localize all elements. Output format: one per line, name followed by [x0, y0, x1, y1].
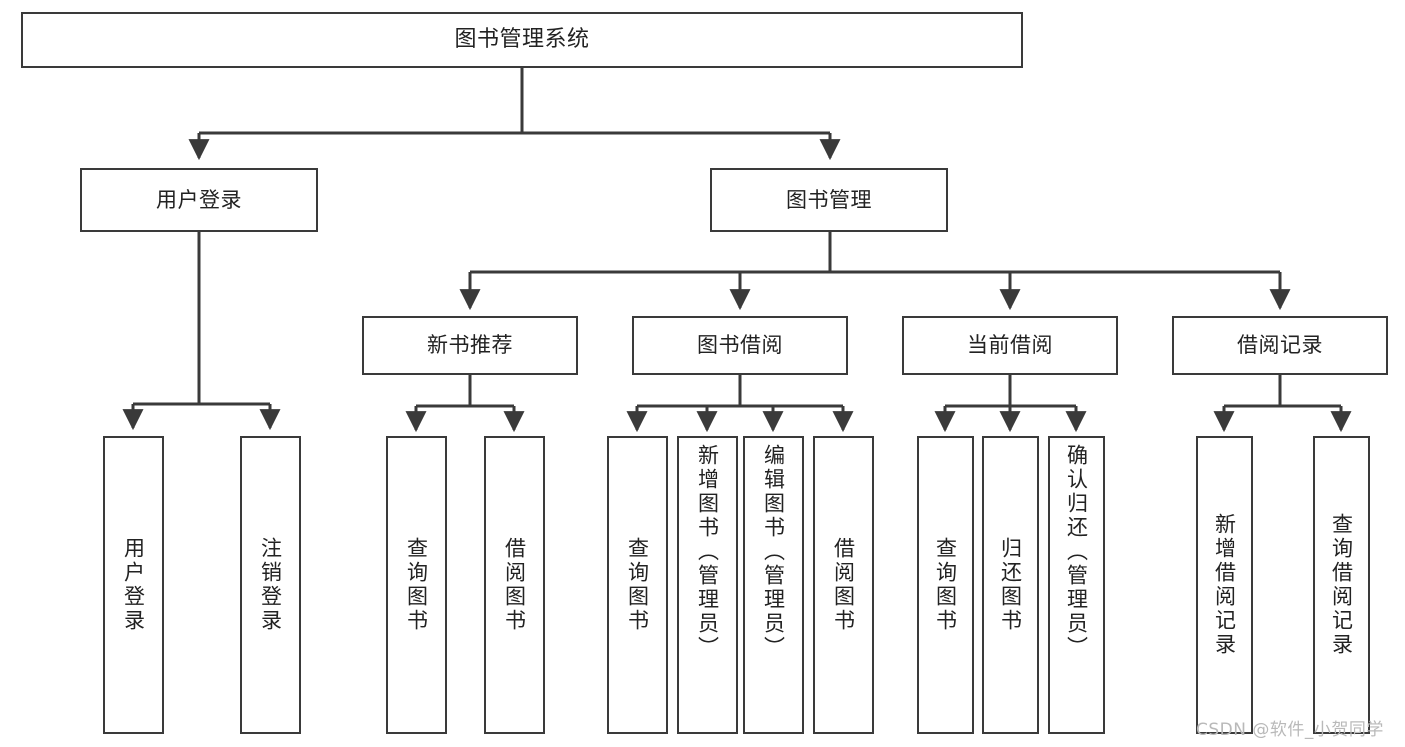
- leaf-add-record-label: 新增借阅记录: [1212, 513, 1237, 657]
- leaf-query-book-rec-label: 查询图书: [404, 537, 429, 633]
- leaf-query-book-cur[interactable]: 查询图书: [917, 436, 974, 734]
- node-new-book-recommend[interactable]: 新书推荐: [362, 316, 578, 375]
- leaf-logout-label: 注销登录: [258, 537, 283, 633]
- leaf-return-book-label: 归还图书: [998, 537, 1023, 633]
- node-book-management[interactable]: 图书管理: [710, 168, 948, 232]
- leaf-borrow-book-label: 借阅图书: [831, 537, 856, 633]
- leaf-user-login[interactable]: 用户登录: [103, 436, 164, 734]
- node-borrow-record[interactable]: 借阅记录: [1172, 316, 1388, 375]
- node-root-label: 图书管理系统: [454, 27, 590, 53]
- node-current-borrow-label: 当前借阅: [967, 333, 1053, 358]
- node-root-system[interactable]: 图书管理系统: [21, 12, 1023, 68]
- leaf-add-book[interactable]: 新增图书（管理员）: [677, 436, 738, 734]
- leaf-confirm-return-label: 确认归还（管理员）: [1064, 444, 1089, 660]
- leaf-query-book-cur-label: 查询图书: [933, 537, 958, 633]
- watermark-credit: CSDN @软件_小贺同学: [1196, 720, 1384, 740]
- leaf-edit-book-label: 编辑图书（管理员）: [761, 444, 786, 660]
- leaf-query-book-borrow-label: 查询图书: [625, 537, 650, 633]
- leaf-logout[interactable]: 注销登录: [240, 436, 301, 734]
- leaf-borrow-book-rec-label: 借阅图书: [502, 537, 527, 633]
- node-book-borrow-label: 图书借阅: [697, 333, 783, 358]
- leaf-borrow-book[interactable]: 借阅图书: [813, 436, 874, 734]
- node-user-login[interactable]: 用户登录: [80, 168, 318, 232]
- node-new-book-recommend-label: 新书推荐: [427, 333, 513, 358]
- leaf-query-book-rec[interactable]: 查询图书: [386, 436, 447, 734]
- node-book-borrow[interactable]: 图书借阅: [632, 316, 848, 375]
- leaf-return-book[interactable]: 归还图书: [982, 436, 1039, 734]
- leaf-query-book-borrow[interactable]: 查询图书: [607, 436, 668, 734]
- leaf-add-record[interactable]: 新增借阅记录: [1196, 436, 1253, 734]
- leaf-confirm-return[interactable]: 确认归还（管理员）: [1048, 436, 1105, 734]
- leaf-borrow-book-rec[interactable]: 借阅图书: [484, 436, 545, 734]
- leaf-user-login-label: 用户登录: [121, 537, 146, 633]
- leaf-edit-book[interactable]: 编辑图书（管理员）: [743, 436, 804, 734]
- leaf-query-record-label: 查询借阅记录: [1329, 513, 1354, 657]
- node-book-management-label: 图书管理: [786, 187, 872, 212]
- node-borrow-record-label: 借阅记录: [1237, 333, 1323, 358]
- node-user-login-label: 用户登录: [156, 187, 242, 212]
- leaf-query-record[interactable]: 查询借阅记录: [1313, 436, 1370, 734]
- leaf-add-book-label: 新增图书（管理员）: [695, 444, 720, 660]
- node-current-borrow[interactable]: 当前借阅: [902, 316, 1118, 375]
